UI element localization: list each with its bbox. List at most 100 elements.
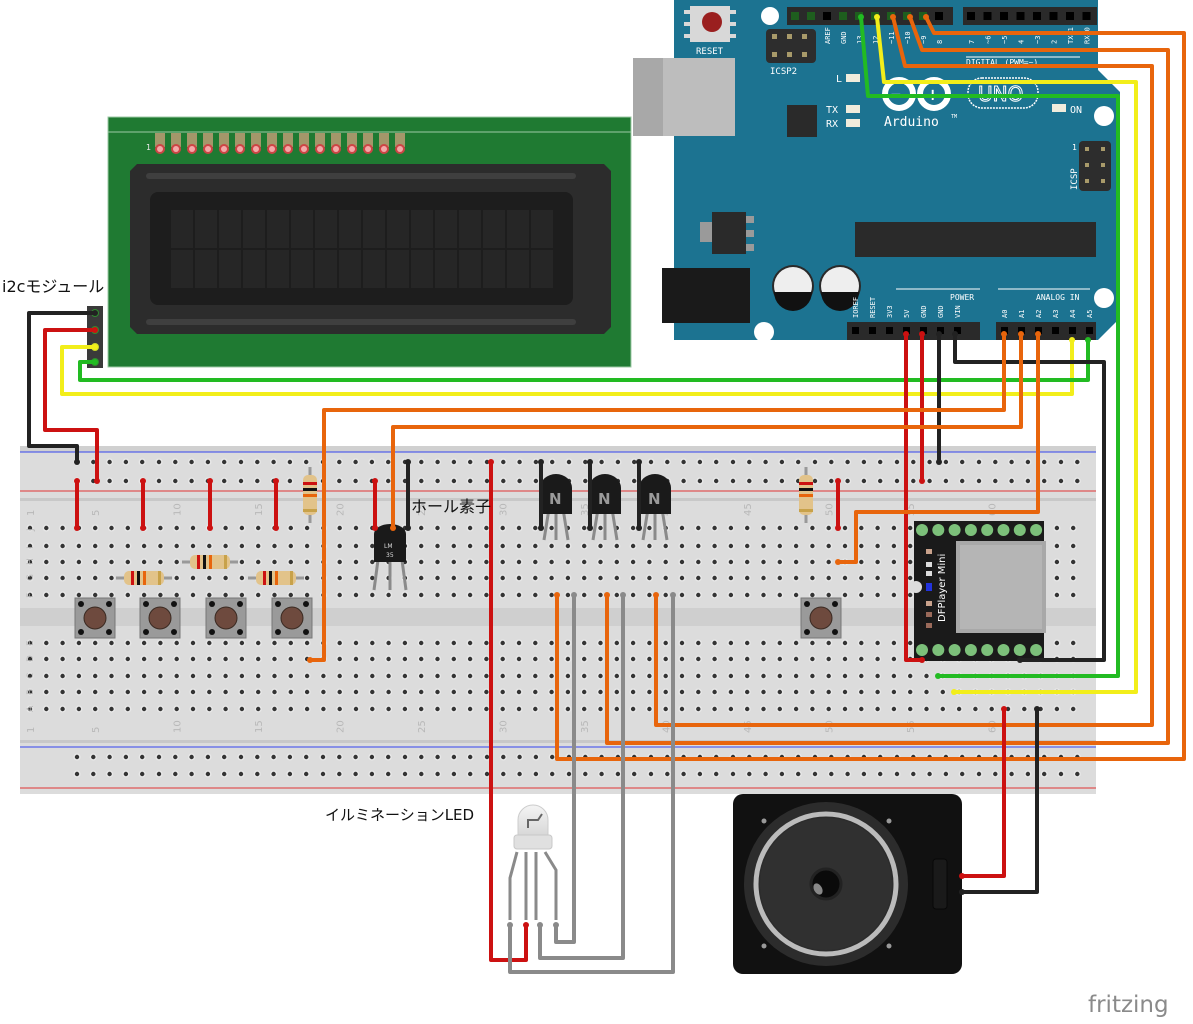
breadboard-hole-center (533, 706, 538, 712)
breadboard-hole-center (663, 559, 668, 565)
breadboard-hole-center (842, 673, 848, 679)
breadboard-hole-center (663, 640, 668, 646)
reset-button[interactable] (684, 6, 736, 42)
push-button[interactable] (74, 597, 116, 639)
breadboard-hole-center (370, 673, 375, 679)
breadboard-hole-center (582, 640, 587, 646)
breadboard-hole-center (826, 525, 831, 531)
header-pin (937, 327, 944, 334)
breadboard-hole-center (875, 689, 880, 695)
rail-hole-center (123, 771, 129, 777)
transistor-label: N (598, 490, 611, 508)
breadboard-hole-center (565, 640, 571, 646)
breadboard-hole-center (370, 640, 375, 646)
breadboard-hole-center (745, 640, 750, 646)
resistor-band (303, 494, 317, 497)
button-cap (214, 606, 238, 630)
row-letter: J (26, 528, 36, 532)
breadboard-hole-center (582, 543, 587, 549)
header-pin (791, 12, 799, 20)
breadboard-hole-center (891, 640, 897, 646)
transistor-lead (641, 509, 650, 541)
breadboard-hole-center (614, 640, 619, 646)
breadboard-hole-center (435, 592, 440, 598)
breadboard-hole-center (630, 575, 636, 581)
rail-hole-center (993, 771, 998, 777)
breadboard-hole-center (745, 575, 750, 581)
breadboard-hole-center (712, 559, 717, 565)
breadboard-hole-center (728, 543, 734, 549)
pin-label: 13 (856, 36, 864, 44)
wire-d11 (654, 15, 1154, 727)
wire-transistor-gnd-end (587, 525, 593, 531)
wire-3v3-end (903, 331, 909, 337)
wire-a0-buttons-end (307, 657, 313, 663)
rail-hole-center (615, 771, 621, 777)
dfplayer-pin (997, 644, 1010, 656)
rail-hole-center (845, 478, 850, 484)
breadboard-hole-center (810, 689, 815, 695)
wire-speaker-minus-end (1034, 706, 1040, 712)
lcd-character-cell (411, 210, 433, 248)
breadboard-hole-center (728, 689, 734, 695)
wire-speaker-plus-end (959, 873, 965, 879)
breadboard-hole-center (190, 706, 196, 712)
wire-button-vcc-end (273, 478, 279, 484)
rail-hole-center (419, 771, 424, 777)
breadboard-hole-center (125, 525, 130, 531)
push-button[interactable] (139, 597, 181, 639)
breadboard-hole-center (435, 559, 440, 565)
breadboard-hole-center (256, 559, 261, 565)
wire-d10-end (604, 592, 610, 598)
resistor (799, 467, 813, 523)
breadboard-hole-center (60, 640, 65, 646)
breadboard-hole-center (728, 592, 734, 598)
breadboard-hole-center (679, 689, 685, 695)
mount-hole (754, 322, 774, 342)
push-button[interactable] (205, 597, 247, 639)
push-button[interactable] (271, 597, 313, 639)
rail-hole-center (205, 459, 211, 465)
rail-hole-center (583, 478, 588, 484)
breadboard-hole-center (174, 559, 179, 565)
transistor-body (540, 474, 572, 514)
breadboard-hole-center (141, 673, 147, 679)
resistor-band (143, 571, 146, 585)
lcd-pin-pad (397, 146, 403, 152)
breadboard-hole-center (842, 525, 848, 531)
breadboard-hole-center (158, 592, 163, 598)
rail-hole-center (435, 459, 440, 465)
breadboard-hole-center (158, 689, 163, 695)
breadboard-hole-center (44, 689, 49, 695)
breadboard-hole-center (598, 543, 603, 549)
breadboard-hole-center (76, 592, 82, 598)
wire-button-vcc-end (207, 525, 213, 531)
dfplayer-pin (964, 644, 977, 656)
breadboard-hole-center (451, 673, 456, 679)
breadboard-hole-center (158, 525, 163, 531)
breadboard-hole-center (27, 673, 33, 679)
column-number: 1 (26, 727, 37, 733)
breadboard-hole-center (810, 559, 815, 565)
voltage-regulator (712, 212, 746, 254)
push-button[interactable] (800, 597, 842, 639)
breadboard-hole-center (419, 706, 424, 712)
rail-hole-center (1025, 771, 1031, 777)
breadboard-hole-center (582, 673, 587, 679)
breadboard-hole-center (793, 689, 799, 695)
breadboard-hole-center (989, 706, 994, 712)
breadboard-hole-center (696, 689, 701, 695)
wire-button-vcc-end (273, 525, 279, 531)
rail-hole-center (107, 478, 112, 484)
breadboard-hole-center (663, 656, 668, 662)
wire-gnd-end (936, 331, 942, 337)
breadboard-hole-center (549, 706, 554, 712)
rail-hole-center (533, 478, 539, 484)
lcd-pin-leg (347, 133, 357, 147)
breadboard-hole-center (223, 592, 228, 598)
rail-hole-center (697, 478, 703, 484)
rail-hole-center (796, 771, 801, 777)
breadboard-hole-center (630, 640, 636, 646)
button-screw (209, 601, 215, 607)
lcd-pin-leg (187, 133, 197, 147)
